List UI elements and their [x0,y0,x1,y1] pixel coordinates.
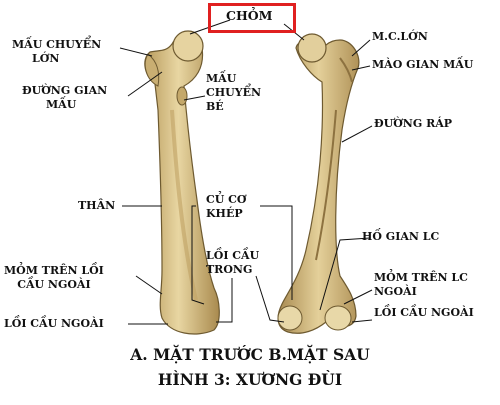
label-medial-condyle: LỒI CẦU TRONG [206,249,259,277]
back-lateral-condyle [324,305,352,331]
front-femoral-head [172,30,204,62]
back-femur-body [277,39,360,334]
label-intertrochanteric-crest: MÀO GIAN MẤU [372,58,474,71]
label-line: CHUYỂN [206,86,262,99]
leader-intercondylar-fossa [319,237,371,311]
label-lateral-epicondyle-back: MỎM TRÊN LC NGOÀI [374,271,468,299]
leader-adductor-tubercle-b [260,205,293,300]
label-adductor-tubercle: CỦ CƠ KHÉP [206,193,247,221]
label-lateral-condyle-front: LỒI CẦU NGOÀI [4,317,104,330]
leader-lesser-trochanter [183,95,206,101]
label-line: LỚN [32,52,60,65]
leader-adductor-tubercle [191,205,205,305]
leader-lateral-epicondyle-front [135,275,163,295]
label-line: BÉ [206,100,224,113]
leader-lateral-epicondyle-back [343,289,373,305]
label-line: TRONG [206,263,253,276]
label-line: MẤU [206,72,237,85]
label-greater-trochanter-front: MẤU CHUYỂN LỚN [12,38,101,66]
front-shaft-shading [170,109,198,301]
leader-linea-aspera [341,125,373,143]
label-line: ĐƯỜNG GIAN [22,84,108,97]
label-shaft: THÂN [78,199,116,212]
leader-medial-condyle-back [255,275,285,323]
label-lateral-condyle-back: LỒI CẦU NGOÀI [374,306,474,319]
leader-greater-trochanter-front [119,47,153,57]
label-greater-trochanter-back: M.C.LỚN [372,30,428,43]
leader-intertrochanteric-crest [351,65,371,71]
label-line: MẤU CHUYỂN [12,38,102,51]
back-linea-aspera [315,109,337,261]
label-lesser-trochanter: MẤU CHUYỂN BÉ [206,72,261,114]
leader-greater-trochanter-back [351,39,371,57]
leader-medial-condyle-front [216,278,233,323]
back-femoral-head [297,33,327,63]
label-line: MỎM TRÊN LC [374,271,468,284]
label-line: CẦU NGOÀI [17,278,91,291]
label-line: CỦ CƠ [206,193,247,206]
label-intercondylar-fossa: HỐ GIAN LC [362,230,440,243]
label-line: LỒI CẦU [206,249,260,262]
label-linea-aspera: ĐƯỜNG RÁP [374,117,453,130]
caption-title: HÌNH 3: XƯƠNG ĐÙI [157,370,343,389]
label-lateral-epicondyle-front: MỎM TRÊN LỒI CẦU NGOÀI [4,264,104,292]
label-line: MỎM TRÊN LỒI [4,264,104,277]
head-highlight-box [208,3,296,33]
back-medial-condyle [277,305,303,331]
caption-views: A. MẶT TRƯỚC B.MẶT SAU [130,345,370,364]
leader-lateral-condyle-back [351,319,373,323]
label-line: MẤU [46,98,77,111]
label-line: KHÉP [206,207,243,220]
femur-back-view [277,33,360,334]
front-greater-trochanter [144,53,160,87]
label-intertrochanteric-line: ĐƯỜNG GIAN MẤU [22,84,107,112]
label-head: CHỎM [226,8,273,23]
label-line: NGOÀI [374,285,417,298]
femur-front-view [144,30,220,335]
front-lesser-trochanter [176,86,188,106]
back-intertrochanteric-crest [339,57,353,83]
leader-intertrochanteric-line [127,71,163,97]
